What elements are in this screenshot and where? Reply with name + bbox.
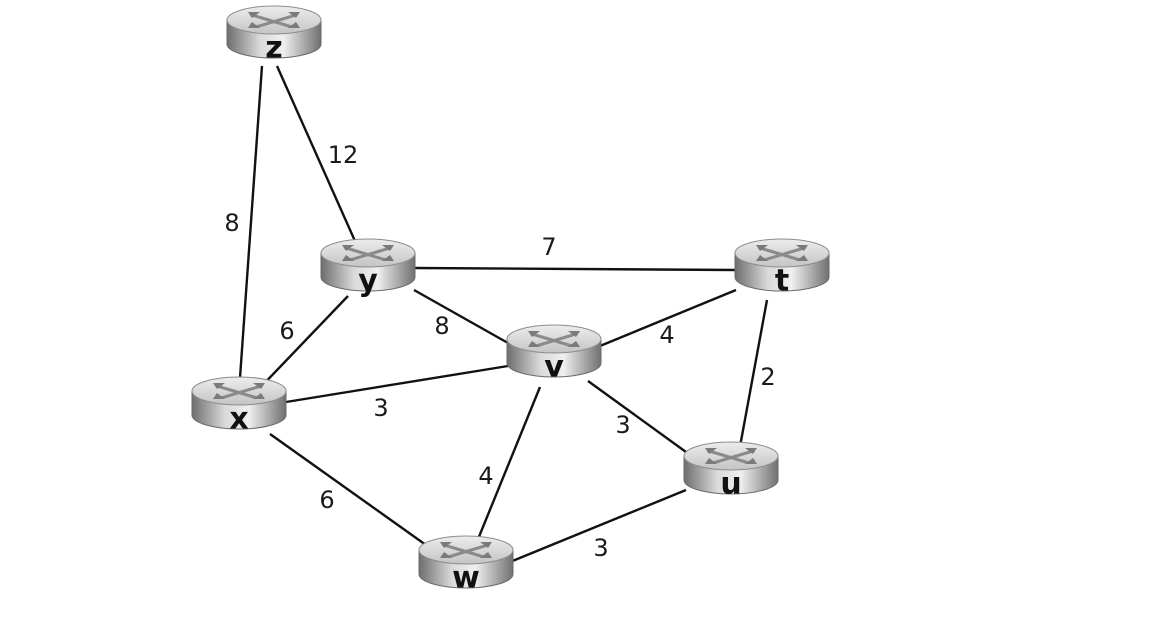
router-node-u[interactable]: u xyxy=(683,441,779,502)
router-icon xyxy=(226,5,322,59)
edge-y-t xyxy=(413,266,737,272)
router-node-y[interactable]: y xyxy=(320,238,416,299)
edge-v-u xyxy=(587,380,687,453)
router-label-y: y xyxy=(358,264,378,299)
edge-z-y xyxy=(275,65,361,251)
router-icon xyxy=(418,535,514,589)
edge-weight-z-x: 8 xyxy=(224,209,239,237)
edge-weight-y-t: 7 xyxy=(541,233,556,261)
router-node-x[interactable]: x xyxy=(191,376,287,437)
edge-weight-t-u: 2 xyxy=(760,363,775,391)
edge-v-w xyxy=(472,386,542,550)
router-node-v[interactable]: v xyxy=(506,324,602,385)
router-icon xyxy=(683,441,779,495)
router-icon xyxy=(506,324,602,378)
router-icon xyxy=(191,376,287,430)
router-label-v: v xyxy=(544,350,564,385)
edge-t-v xyxy=(599,288,737,348)
nodes-layer: z y t v x u w xyxy=(191,5,830,596)
router-icon xyxy=(320,238,416,292)
router-label-t: t xyxy=(775,264,789,299)
router-label-x: x xyxy=(229,402,248,437)
edge-weight-y-x: 6 xyxy=(279,317,294,345)
edge-w-u xyxy=(509,488,687,564)
router-node-z[interactable]: z xyxy=(226,5,322,66)
edge-weight-x-w: 6 xyxy=(319,486,334,514)
router-node-w[interactable]: w xyxy=(418,535,514,596)
edge-weight-v-w: 4 xyxy=(478,462,493,490)
edge-weights-layer: 12 8 7 6 8 4 2 3 3 4 6 3 xyxy=(224,141,775,562)
router-label-w: w xyxy=(452,561,480,596)
edge-z-x xyxy=(237,65,264,393)
edge-weight-y-v: 8 xyxy=(434,312,449,340)
edge-weight-v-u: 3 xyxy=(615,411,630,439)
edge-weight-v-x: 3 xyxy=(373,394,388,422)
edge-y-v xyxy=(413,288,509,345)
edge-y-x xyxy=(255,295,349,393)
edge-weight-z-y: 12 xyxy=(328,141,359,169)
edge-weight-t-v: 4 xyxy=(659,321,674,349)
edge-weight-w-u: 3 xyxy=(593,534,608,562)
edge-v-x xyxy=(285,364,509,404)
router-label-z: z xyxy=(265,31,282,66)
router-node-t[interactable]: t xyxy=(734,238,830,299)
edge-x-w xyxy=(269,433,434,551)
edges-layer xyxy=(237,65,769,564)
edge-t-u xyxy=(737,299,769,453)
router-icon xyxy=(734,238,830,292)
router-label-u: u xyxy=(720,467,741,502)
